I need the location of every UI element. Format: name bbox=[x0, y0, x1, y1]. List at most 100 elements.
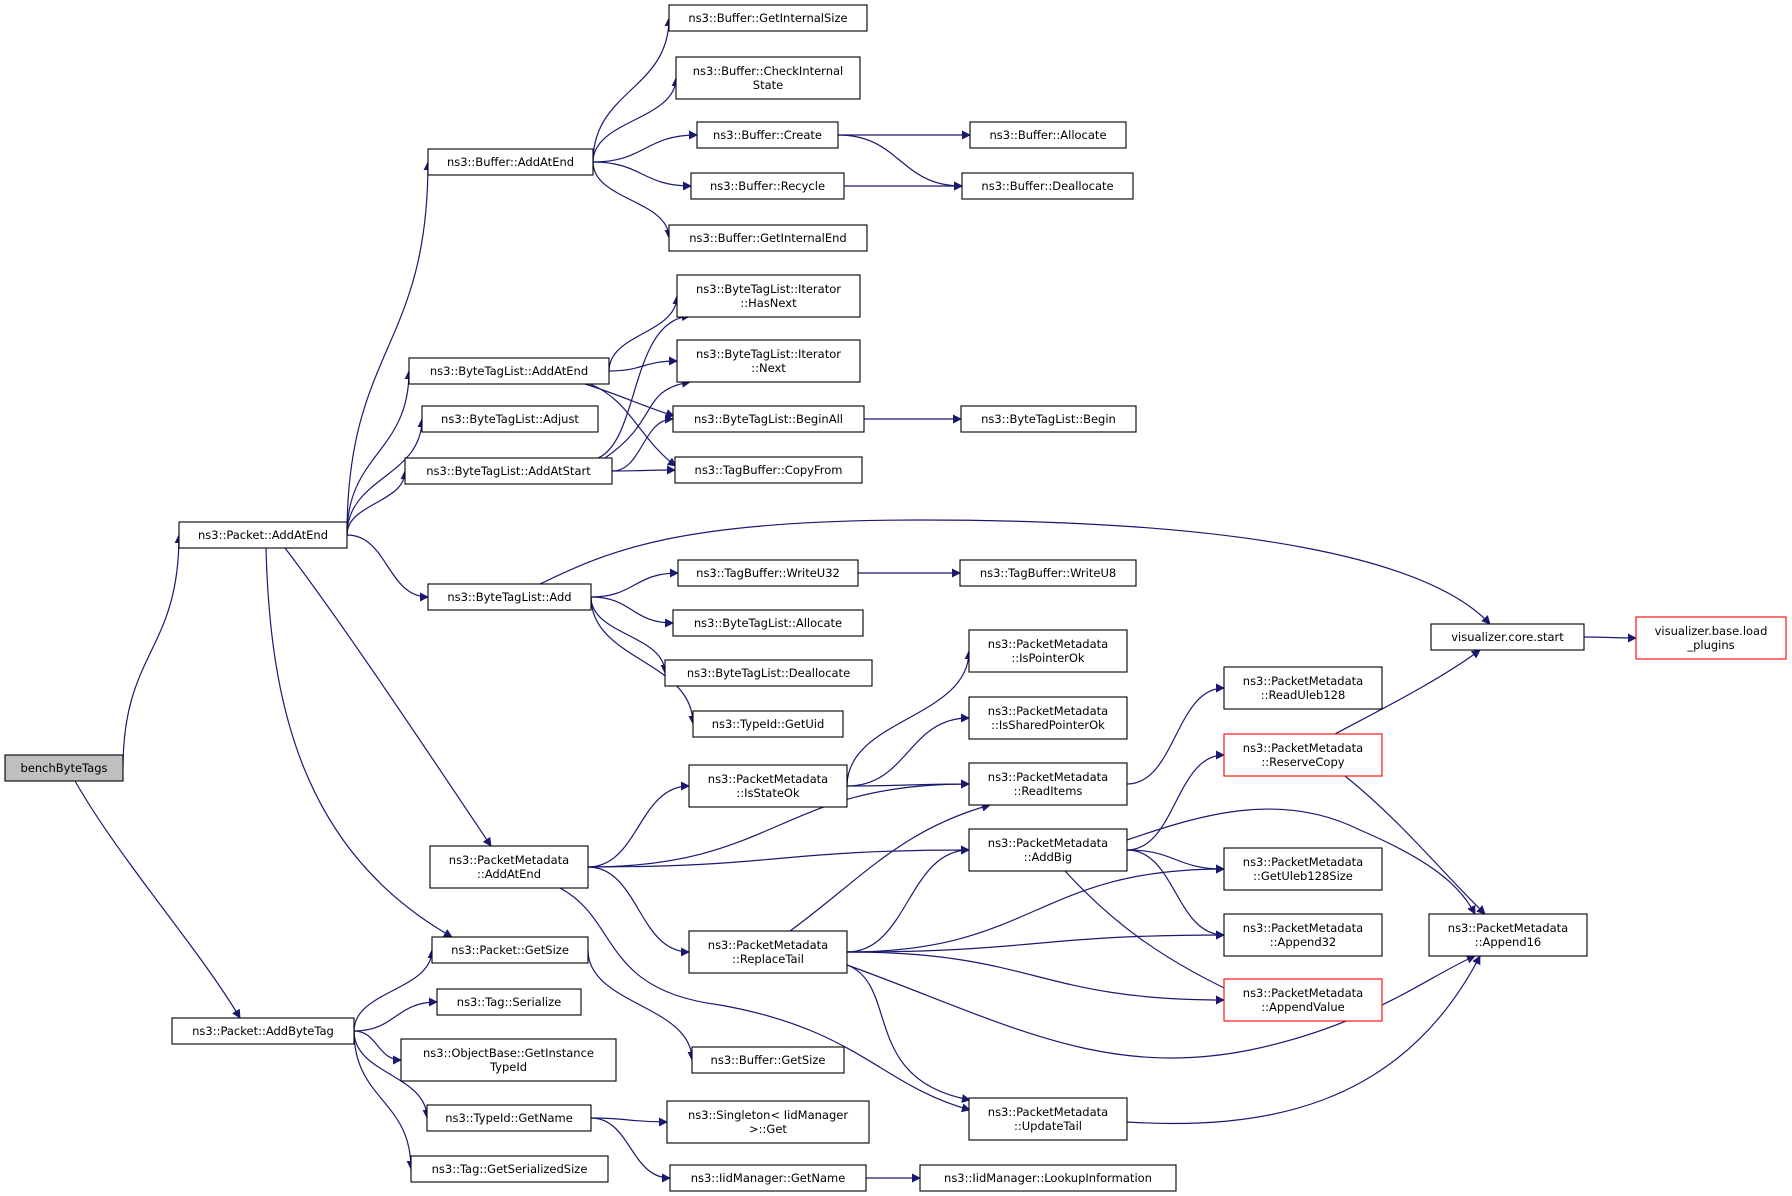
function-node-btl-adjust[interactable]: ns3::ByteTagList::Adjust bbox=[421, 405, 599, 433]
node-label: ::Append16 bbox=[1475, 935, 1542, 949]
call-edge-pkt_addatend-to-btl_addatend bbox=[346, 370, 414, 536]
call-edge-pm_addatend-to-pm_replacetail bbox=[587, 866, 690, 957]
function-node-buf-allocate[interactable]: ns3::Buffer::Allocate bbox=[969, 121, 1127, 149]
call-edge-pm_replacetail-to-pm_appendvalue bbox=[846, 951, 1225, 1005]
node-label: ns3::Buffer::GetInternalEnd bbox=[689, 231, 846, 245]
function-node-pm-ispointerok[interactable]: ns3::PacketMetadata::IsPointerOk bbox=[968, 629, 1128, 673]
call-edge-typeid_getname-to-iid_getname bbox=[590, 1117, 671, 1183]
function-node-btl-add[interactable]: ns3::ByteTagList::Add bbox=[427, 583, 592, 611]
node-label: visualizer.core.start bbox=[1451, 630, 1564, 644]
function-node-viz-load[interactable]: visualizer.base.load_plugins bbox=[1635, 616, 1787, 660]
function-node-btl-begin[interactable]: ns3::ByteTagList::Begin bbox=[960, 405, 1137, 433]
node-box bbox=[410, 1155, 609, 1183]
node-label: ns3::Buffer::Recycle bbox=[710, 179, 825, 193]
node-label: ::ReadItems bbox=[1014, 784, 1083, 798]
node-label: ns3::Tag::Serialize bbox=[457, 995, 561, 1009]
function-node-pm-append16[interactable]: ns3::PacketMetadata::Append16 bbox=[1428, 913, 1588, 957]
call-edge-pkt_getsize-to-buf_getsize bbox=[587, 949, 697, 1061]
function-node-pm-readitems[interactable]: ns3::PacketMetadata::ReadItems bbox=[968, 762, 1128, 806]
function-node-pm-readuleb[interactable]: ns3::PacketMetadata::ReadUleb128 bbox=[1223, 666, 1383, 710]
node-box bbox=[429, 845, 589, 889]
call-edge-pkt_addatend-to-btl_add bbox=[346, 534, 429, 602]
node-box bbox=[669, 1164, 867, 1192]
node-label: ns3::TypeId::GetName bbox=[445, 1111, 573, 1125]
node-label: ns3::PacketMetadata bbox=[1243, 921, 1363, 935]
function-node-buf-getinternalend[interactable]: ns3::Buffer::GetInternalEnd bbox=[668, 224, 868, 252]
function-node-pm-addbig[interactable]: ns3::PacketMetadata::AddBig bbox=[968, 828, 1128, 872]
function-node-pm-reservecopy[interactable]: ns3::PacketMetadata::ReserveCopy bbox=[1223, 733, 1383, 777]
function-node-buf-recycle[interactable]: ns3::Buffer::Recycle bbox=[690, 172, 845, 200]
call-edge-pm_replacetail-to-pm_append32 bbox=[846, 930, 1225, 953]
function-node-pkt-getsize[interactable]: ns3::Packet::GetSize bbox=[431, 936, 589, 964]
function-node-btl-allocate[interactable]: ns3::ByteTagList::Allocate bbox=[672, 609, 864, 637]
function-node-pm-isstateok[interactable]: ns3::PacketMetadata::IsStateOk bbox=[688, 764, 848, 808]
function-node-btl-beginall[interactable]: ns3::ByteTagList::BeginAll bbox=[672, 405, 865, 433]
function-node-tag-getser[interactable]: ns3::Tag::GetSerializedSize bbox=[410, 1155, 609, 1183]
node-label: ::IsStateOk bbox=[736, 786, 800, 800]
node-box bbox=[1428, 913, 1588, 957]
function-node-pm-updatetail[interactable]: ns3::PacketMetadata::UpdateTail bbox=[968, 1097, 1128, 1141]
function-node-tb-writeu32[interactable]: ns3::TagBuffer::WriteU32 bbox=[677, 559, 859, 587]
call-edge-buf_addatend-to-buf_getinternalsize bbox=[592, 17, 674, 163]
function-node-typeid-getname[interactable]: ns3::TypeId::GetName bbox=[426, 1104, 592, 1132]
function-node-iid-lookup[interactable]: ns3::IidManager::LookupInformation bbox=[919, 1164, 1177, 1192]
node-label: ns3::ByteTagList::Iterator bbox=[696, 282, 841, 296]
function-node-btl-addatstart[interactable]: ns3::ByteTagList::AddAtStart bbox=[404, 457, 613, 485]
call-edge-pm_addbig-to-pm_reservecopy bbox=[1126, 750, 1225, 851]
function-node-tag-serialize[interactable]: ns3::Tag::Serialize bbox=[436, 988, 582, 1016]
function-node-benchByteTags[interactable]: benchByteTags bbox=[4, 754, 124, 782]
function-node-pm-append32[interactable]: ns3::PacketMetadata::Append32 bbox=[1223, 913, 1383, 957]
function-node-btl-deallocate[interactable]: ns3::ByteTagList::Deallocate bbox=[664, 659, 873, 687]
function-node-btl-it-next[interactable]: ns3::ByteTagList::Iterator::Next bbox=[676, 339, 861, 383]
function-node-iid-getname[interactable]: ns3::IidManager::GetName bbox=[669, 1164, 867, 1192]
node-box bbox=[677, 559, 859, 587]
function-node-pm-getuleb[interactable]: ns3::PacketMetadata::GetUleb128Size bbox=[1223, 847, 1383, 891]
node-box bbox=[666, 1100, 870, 1144]
call-edge-benchByteTags-to-pkt_addatend bbox=[122, 534, 184, 769]
function-node-buf-getinternalsize[interactable]: ns3::Buffer::GetInternalSize bbox=[668, 4, 868, 32]
node-label: ::IsSharedPointerOk bbox=[991, 718, 1105, 732]
call-edge-viz_start-to-viz_load bbox=[1583, 633, 1637, 643]
call-edge-pm_replacetail-to-pm_getuleb bbox=[846, 864, 1225, 953]
function-node-buf-addatend[interactable]: ns3::Buffer::AddAtEnd bbox=[427, 148, 594, 176]
node-label: State bbox=[753, 78, 783, 92]
function-node-buf-getsize[interactable]: ns3::Buffer::GetSize bbox=[691, 1046, 845, 1074]
function-node-pkt-addbytetag[interactable]: ns3::Packet::AddByteTag bbox=[171, 1017, 355, 1045]
node-box bbox=[404, 457, 613, 485]
call-edge-pm_addbig-to-pm_appendvalue bbox=[1064, 870, 1251, 1001]
call-edge-pm_reservecopy-to-pm_append16 bbox=[1344, 775, 1486, 915]
function-node-pm-appendvalue[interactable]: ns3::PacketMetadata::AppendValue bbox=[1223, 978, 1383, 1022]
node-label: ns3::TagBuffer::CopyFrom bbox=[695, 463, 843, 477]
node-box bbox=[421, 405, 599, 433]
function-node-btl-it-hasnext[interactable]: ns3::ByteTagList::Iterator::HasNext bbox=[676, 274, 861, 318]
node-label: ns3::IidManager::GetName bbox=[691, 1171, 846, 1185]
function-node-buf-create[interactable]: ns3::Buffer::Create bbox=[696, 121, 839, 149]
call-edge-btl_addatstart-to-btl_it_next bbox=[604, 378, 691, 459]
node-box bbox=[960, 405, 1137, 433]
function-node-btl-addatend[interactable]: ns3::ByteTagList::AddAtEnd bbox=[408, 357, 610, 385]
call-edge-btl_addatend-to-btl_beginall bbox=[584, 383, 675, 418]
function-node-tb-copyfrom[interactable]: ns3::TagBuffer::CopyFrom bbox=[674, 456, 863, 484]
function-node-buf-deallocate[interactable]: ns3::Buffer::Deallocate bbox=[961, 172, 1134, 200]
node-box bbox=[675, 56, 861, 100]
function-node-tb-writeu8[interactable]: ns3::TagBuffer::WriteU8 bbox=[959, 559, 1137, 587]
node-label: TypeId bbox=[489, 1060, 527, 1074]
function-node-pm-addatend[interactable]: ns3::PacketMetadata::AddAtEnd bbox=[429, 845, 589, 889]
node-label: ::HasNext bbox=[740, 296, 797, 310]
function-node-pm-replacetail[interactable]: ns3::PacketMetadata::ReplaceTail bbox=[688, 930, 848, 974]
call-edge-pkt_addatend-to-btl_adjust bbox=[346, 418, 427, 536]
call-edge-btl_add-to-btl_allocate bbox=[590, 596, 674, 628]
node-box bbox=[968, 629, 1128, 673]
node-box bbox=[696, 121, 839, 149]
function-node-pkt-addatend[interactable]: ns3::Packet::AddAtEnd bbox=[178, 521, 348, 549]
function-node-viz-start[interactable]: visualizer.core.start bbox=[1430, 623, 1585, 651]
node-box bbox=[968, 696, 1128, 740]
call-edge-pm_isstateok-to-pm_readitems bbox=[846, 779, 970, 789]
function-node-pm-issharedpointerok[interactable]: ns3::PacketMetadata::IsSharedPointerOk bbox=[968, 696, 1128, 740]
node-label: ns3::TagBuffer::WriteU32 bbox=[696, 566, 840, 580]
function-node-typeid-getuid[interactable]: ns3::TypeId::GetUid bbox=[692, 710, 844, 738]
node-label: ns3::PacketMetadata bbox=[988, 704, 1108, 718]
function-node-singleton-get[interactable]: ns3::Singleton< IidManager>::Get bbox=[666, 1100, 870, 1144]
